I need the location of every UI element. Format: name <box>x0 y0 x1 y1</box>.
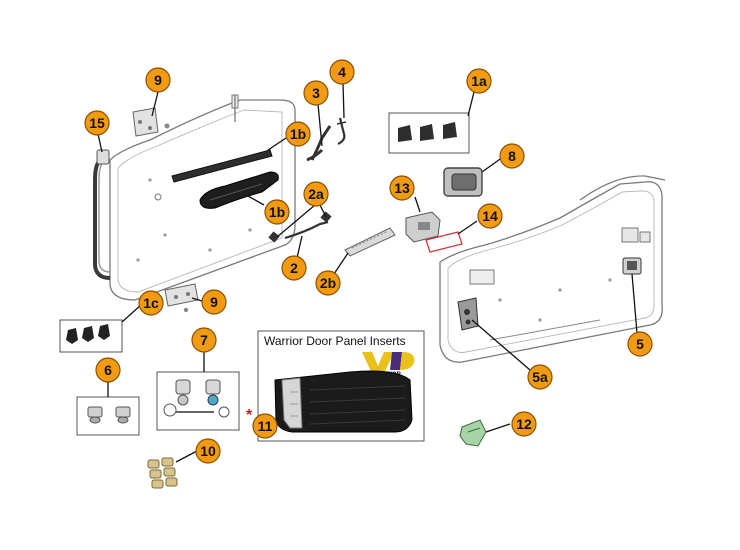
svg-text:15: 15 <box>89 115 105 131</box>
svg-text:9: 9 <box>210 294 218 310</box>
callout-3: 3 <box>303 80 329 106</box>
svg-text:12: 12 <box>516 416 532 432</box>
callout-7: 7 <box>191 327 217 353</box>
rod-2-part <box>284 220 329 240</box>
svg-text:8: 8 <box>508 148 516 164</box>
svg-text:2a: 2a <box>308 186 324 202</box>
callout-6: 6 <box>95 357 121 383</box>
lockset-7-box <box>156 371 240 431</box>
cylinders-6-box <box>76 396 140 436</box>
asterisk-mark: * <box>246 407 253 424</box>
handles-1a-box <box>388 112 470 154</box>
callout-2a: 2a <box>303 181 329 207</box>
diamond-plate-insert <box>274 370 413 433</box>
svg-text:6: 6 <box>104 362 112 378</box>
latch-5a-part <box>457 297 479 331</box>
svg-text:3: 3 <box>312 85 320 101</box>
callout-9-bottom: 9 <box>201 289 227 315</box>
callout-15: 15 <box>84 110 110 136</box>
callout-12: 12 <box>511 411 537 437</box>
callout-13: 13 <box>389 175 415 201</box>
callout-1b-mid: 1b <box>264 199 290 225</box>
callout-9-top: 9 <box>145 67 171 93</box>
latch-13-part <box>405 211 441 243</box>
svg-text:10: 10 <box>200 443 216 459</box>
callout-10: 10 <box>195 438 221 464</box>
door-check-part <box>306 125 332 162</box>
handle-5-part <box>622 257 642 275</box>
bushings-10-part <box>147 457 178 489</box>
callout-5: 5 <box>627 331 653 357</box>
svg-text:2b: 2b <box>320 275 336 291</box>
callout-1c: 1c <box>138 290 164 316</box>
callout-5a: 5a <box>527 364 553 390</box>
rod-2b-part <box>344 227 396 257</box>
svg-text:1b: 1b <box>269 204 285 220</box>
callout-1a: 1a <box>466 68 492 94</box>
lower-hinge-part <box>164 283 199 313</box>
door-rod-part <box>336 117 347 145</box>
svg-text:1c: 1c <box>143 295 159 311</box>
callout-14: 14 <box>477 203 503 229</box>
upper-hinge-part <box>132 107 170 137</box>
svg-text:11: 11 <box>258 418 273 434</box>
svg-text:9: 9 <box>154 72 162 88</box>
leader-lines <box>97 82 638 463</box>
clip-12-part <box>459 419 487 447</box>
warrior-inserts-box: Warrior Door Panel Inserts WARRIOR <box>257 330 425 442</box>
callout-8: 8 <box>499 143 525 169</box>
callout-1b-top: 1b <box>285 121 311 147</box>
knobs-1c-box <box>59 319 123 353</box>
handle-8-part <box>443 167 483 197</box>
svg-text:2: 2 <box>290 260 298 276</box>
svg-text:14: 14 <box>482 208 498 224</box>
door-weatherstrip-part <box>93 149 111 280</box>
inserts-title: Warrior Door Panel Inserts <box>264 334 406 348</box>
svg-text:1a: 1a <box>471 73 487 89</box>
callout-11: 11 <box>252 413 278 439</box>
right-door-shell <box>439 175 666 363</box>
svg-text:13: 13 <box>394 180 410 196</box>
svg-text:4: 4 <box>338 64 346 80</box>
callout-2b: 2b <box>315 270 341 296</box>
svg-text:5a: 5a <box>532 369 548 385</box>
door-armrest-part <box>199 171 279 209</box>
svg-text:7: 7 <box>200 332 208 348</box>
callout-2: 2 <box>281 255 307 281</box>
svg-text:5: 5 <box>636 336 644 352</box>
svg-text:1b: 1b <box>290 126 306 142</box>
window-trim-part <box>171 149 273 183</box>
bezel-14-part <box>425 231 463 253</box>
callout-4: 4 <box>329 59 355 85</box>
